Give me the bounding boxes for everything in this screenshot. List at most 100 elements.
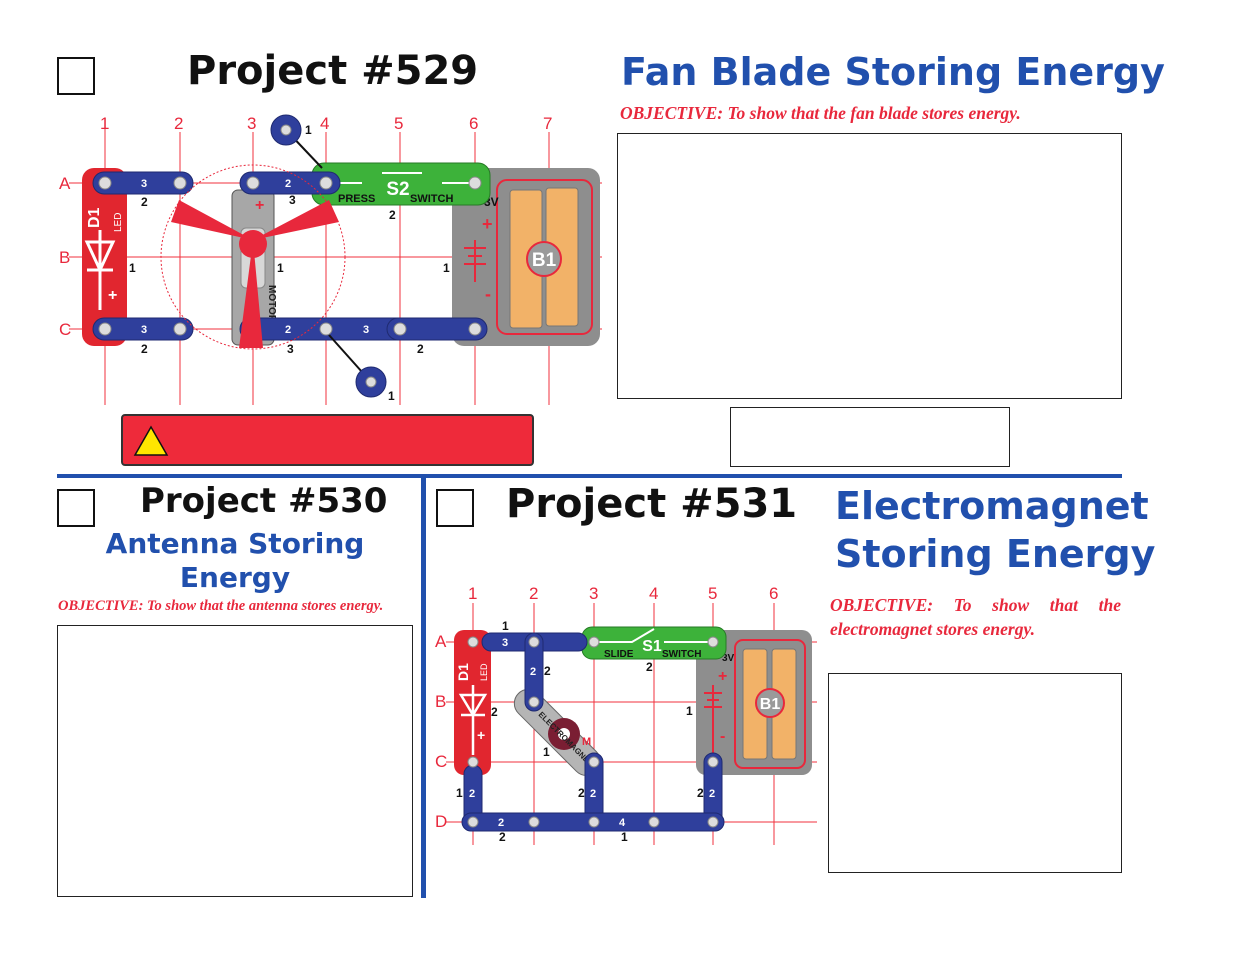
led-plus: + [477,727,485,743]
warning-bar [121,414,534,466]
subtitle-line: Energy [179,560,291,594]
project-531-title: Project #531 [506,481,798,527]
wire-number: 2 [469,788,475,800]
row-label: B [435,692,446,711]
level-number: 3 [289,193,296,207]
row-label: C [59,320,71,339]
battery-minus: - [720,728,725,745]
switch-label: S2 [386,179,409,200]
wire-number: 2 [709,788,715,800]
switch-right-label: SWITCH [410,193,453,205]
level-number: 1 [502,619,509,633]
level-number: 2 [141,195,148,209]
led-label: D1 [455,663,471,681]
slide-switch-s1: S1 SLIDE SWITCH [581,626,727,660]
wire-number: 2 [285,178,291,190]
project-531-text-box [828,673,1122,873]
col-label: 7 [543,114,552,133]
snap-wires [461,632,725,832]
project-529-subtitle: Fan Blade Storing Energy [621,50,1165,94]
level-number: 2 [499,830,506,844]
horizontal-divider [57,474,1122,478]
level-number: 1 [443,261,450,275]
wire-number: 2 [530,666,536,678]
led-d1: D1 LED + [454,630,491,775]
level-number: 2 [491,705,498,719]
level-number: 1 [686,704,693,718]
row-label: D [435,812,447,831]
col-label: 2 [529,585,538,603]
led-d1: D1 LED + [82,168,127,346]
led-plus: + [108,287,117,304]
level-number: 2 [417,342,424,356]
wire-number: 2 [590,788,596,800]
battery-plus: + [482,214,493,234]
wire-number: 2 [285,324,291,336]
wire-number: 3 [502,637,508,649]
battery-holder-b1: B1 3V + - [452,168,600,346]
col-label: 3 [589,585,598,603]
project-530-checkbox[interactable] [57,489,95,527]
project-529-title: Project #529 [187,48,479,94]
project-531-circuit-diagram: 1 2 3 4 5 6 A B C D B1 3V + - ELECTROMAG… [435,585,817,845]
warning-triangle-icon [133,425,169,456]
switch-left-label: SLIDE [604,649,634,660]
fan-blade [160,164,346,350]
wire-number: 4 [619,817,626,829]
row-label: A [435,632,447,651]
col-label: 2 [174,114,183,133]
switch-left-label: PRESS [338,193,375,205]
level-number: 1 [277,261,284,275]
snaps [98,124,482,388]
wire-number: 3 [363,324,369,336]
project-529-circuit-diagram: 1 2 3 4 5 6 7 A B C B1 3V + - + MOTOR D1… [59,114,602,405]
battery-minus: - [485,284,491,304]
row-label: C [435,752,447,771]
electromagnet-mark: M [582,736,591,748]
level-number: 1 [388,389,395,403]
project-531-objective: OBJECTIVE: To show that the electromagne… [830,595,1121,639]
vertical-divider [421,476,426,898]
project-530-subtitle: Antenna Storing Energy [80,527,390,594]
motor-label: MOTOR [266,285,277,323]
level-number: 2 [544,664,551,678]
subtitle-line: Storing Energy [835,532,1156,576]
level-number: 3 [287,342,294,356]
col-label: 6 [769,585,778,603]
level-number: 2 [646,660,653,674]
col-label: 5 [708,585,717,603]
project-530-text-box [57,625,413,897]
project-531-checkbox[interactable] [436,489,474,527]
subtitle-line: Electromagnet [835,484,1149,528]
project-529-small-box [730,407,1010,467]
battery-label: B1 [760,696,781,713]
level-number: 1 [456,786,463,800]
switch-right-label: SWITCH [662,649,701,660]
motor-plus: + [255,197,264,214]
col-label: 1 [468,585,477,603]
project-530-title: Project #530 [140,481,388,521]
row-label: B [59,248,70,267]
switch-label: S1 [642,638,662,655]
col-label: 3 [247,114,256,133]
row-label: A [59,174,71,193]
battery-holder-b1: B1 3V + - [696,630,812,775]
level-number: 1 [543,745,550,759]
wire-number: 3 [141,178,147,190]
level-number: 1 [129,261,136,275]
level-number: 2 [141,342,148,356]
col-label: 5 [394,114,403,133]
project-529-text-box [617,133,1122,399]
project-530-objective: OBJECTIVE: To show that the antenna stor… [58,598,384,614]
col-label: 4 [320,114,329,133]
level-number: 2 [697,786,704,800]
wire-number: 2 [498,817,504,829]
battery-plus: + [718,668,727,685]
snaps [467,636,719,828]
col-label: 1 [100,114,109,133]
project-529-checkbox[interactable] [57,57,95,95]
battery-label: B1 [532,250,557,271]
led-label: D1 [86,207,103,228]
col-label: 4 [649,585,658,603]
project-531-subtitle: Electromagnet Storing Energy [835,482,1155,578]
